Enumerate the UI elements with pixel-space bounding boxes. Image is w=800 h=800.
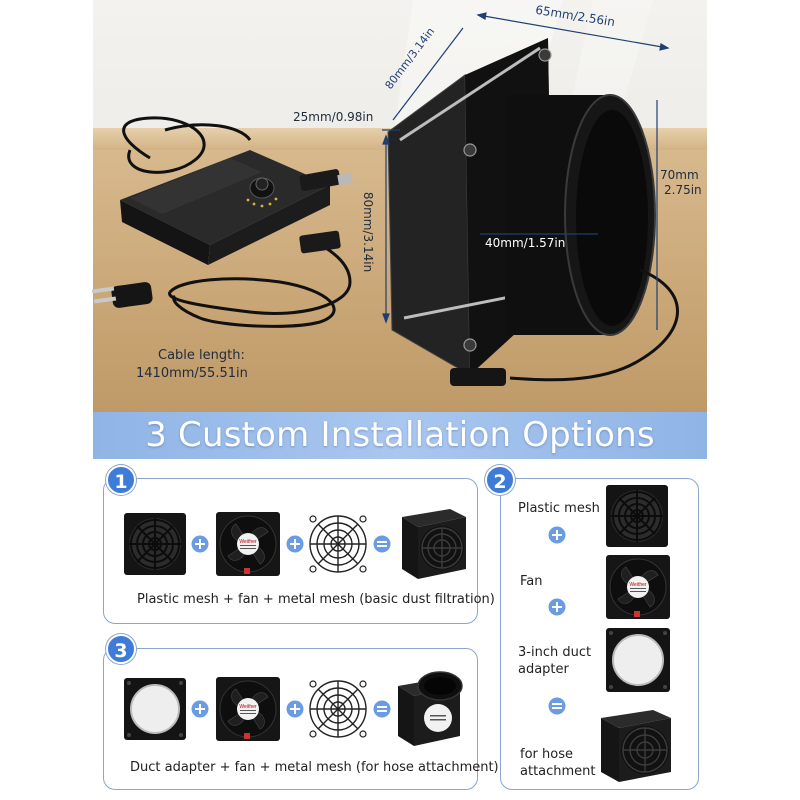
option-3-caption: Duct adapter + fan + metal mesh (for hos…: [130, 760, 499, 775]
fan-icon: Weither: [216, 512, 280, 576]
plastic-mesh-icon: [124, 513, 186, 575]
plus-icon: [286, 535, 304, 553]
svg-text:Weither: Weither: [629, 582, 646, 588]
fan-with-duct: [387, 38, 679, 386]
equals-icon: [548, 697, 566, 715]
assembled-fan-with-duct-icon: [398, 671, 463, 746]
fan-icon: Weither: [606, 555, 670, 619]
plastic-mesh-icon: [606, 485, 668, 547]
plus-icon: [191, 535, 209, 553]
option-2-step-adapter-label-line1: 3-inch duct: [518, 645, 592, 660]
duct-adapter-icon: [606, 628, 670, 692]
fan-icon: Weither: [216, 677, 280, 741]
option-1-number: 1: [106, 465, 136, 495]
svg-text:Weither: Weither: [239, 704, 256, 710]
plug-icon: [91, 282, 153, 308]
metal-mesh-icon: [309, 515, 367, 573]
equals-icon: [373, 700, 391, 718]
banner-title: 3 Custom Installation Options: [145, 415, 655, 455]
banner-background: [93, 412, 707, 459]
assembled-fan-icon: [601, 710, 671, 782]
assembled-fan-icon: [402, 509, 466, 579]
cable-length-label: Cable length:: [158, 348, 245, 363]
svg-text:Weither: Weither: [239, 539, 256, 545]
plus-icon: [286, 700, 304, 718]
product-illustration: [91, 12, 679, 386]
plus-icon: [191, 700, 209, 718]
outer-diameter-in: 2.75in: [664, 183, 702, 197]
metal-mesh-icon: [309, 680, 367, 738]
option-2-step-plastic-mesh-label: Plastic mesh: [518, 501, 600, 516]
thickness-dimension: 25mm/0.98in: [293, 110, 374, 124]
equals-icon: [373, 535, 391, 553]
option-1-caption: Plastic mesh + fan + metal mesh (basic d…: [137, 592, 495, 607]
power-adapter: [120, 150, 353, 265]
option-2-step-hose-label-line1: for hose: [520, 747, 573, 762]
plus-icon: [548, 526, 566, 544]
side-height-dimension: 80mm/3.14in: [361, 191, 376, 273]
option-2-step-hose-label-line2: attachment: [520, 764, 596, 779]
option-2-step-adapter-label-line2: adapter: [518, 662, 569, 677]
option-2-number: 2: [485, 465, 515, 495]
plus-icon: [548, 598, 566, 616]
inner-diameter-dimension: 40mm/1.57in: [485, 236, 566, 250]
option-3-number: 3: [106, 634, 136, 664]
outer-diameter-mm: 70mm: [660, 168, 699, 182]
cable-length-value: 1410mm/55.51in: [136, 366, 248, 381]
duct-adapter-icon: [124, 678, 186, 740]
dimension-arrows: [382, 12, 670, 330]
option-2-step-fan-label: Fan: [520, 574, 543, 589]
